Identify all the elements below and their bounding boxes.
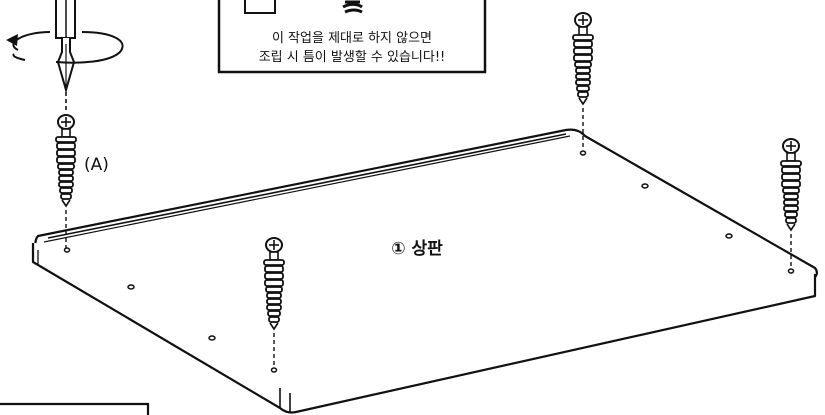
top-panel: ① 상판 xyxy=(31,128,819,414)
notice-line-1: 이 작업을 제대로 하지 않으면 xyxy=(272,31,432,46)
panel-label: ① 상판 xyxy=(391,239,443,259)
cam-bolt-icon xyxy=(780,138,802,231)
screwdriver-icon xyxy=(55,0,76,94)
rotation-arrow-icon xyxy=(6,31,124,64)
next-step-box xyxy=(0,402,150,415)
notice-line-2: 조립 시 틈이 발생할 수 있습니다!! xyxy=(259,50,446,65)
notice-box: 이 작업을 제대로 하지 않으면 조립 시 틈이 발생할 수 있습니다!! xyxy=(217,0,487,74)
cam-bolt-icon xyxy=(572,12,594,105)
coil-icon xyxy=(342,0,363,14)
cam-bolt-icon xyxy=(55,114,77,207)
part-a-label: (A) xyxy=(84,155,109,175)
